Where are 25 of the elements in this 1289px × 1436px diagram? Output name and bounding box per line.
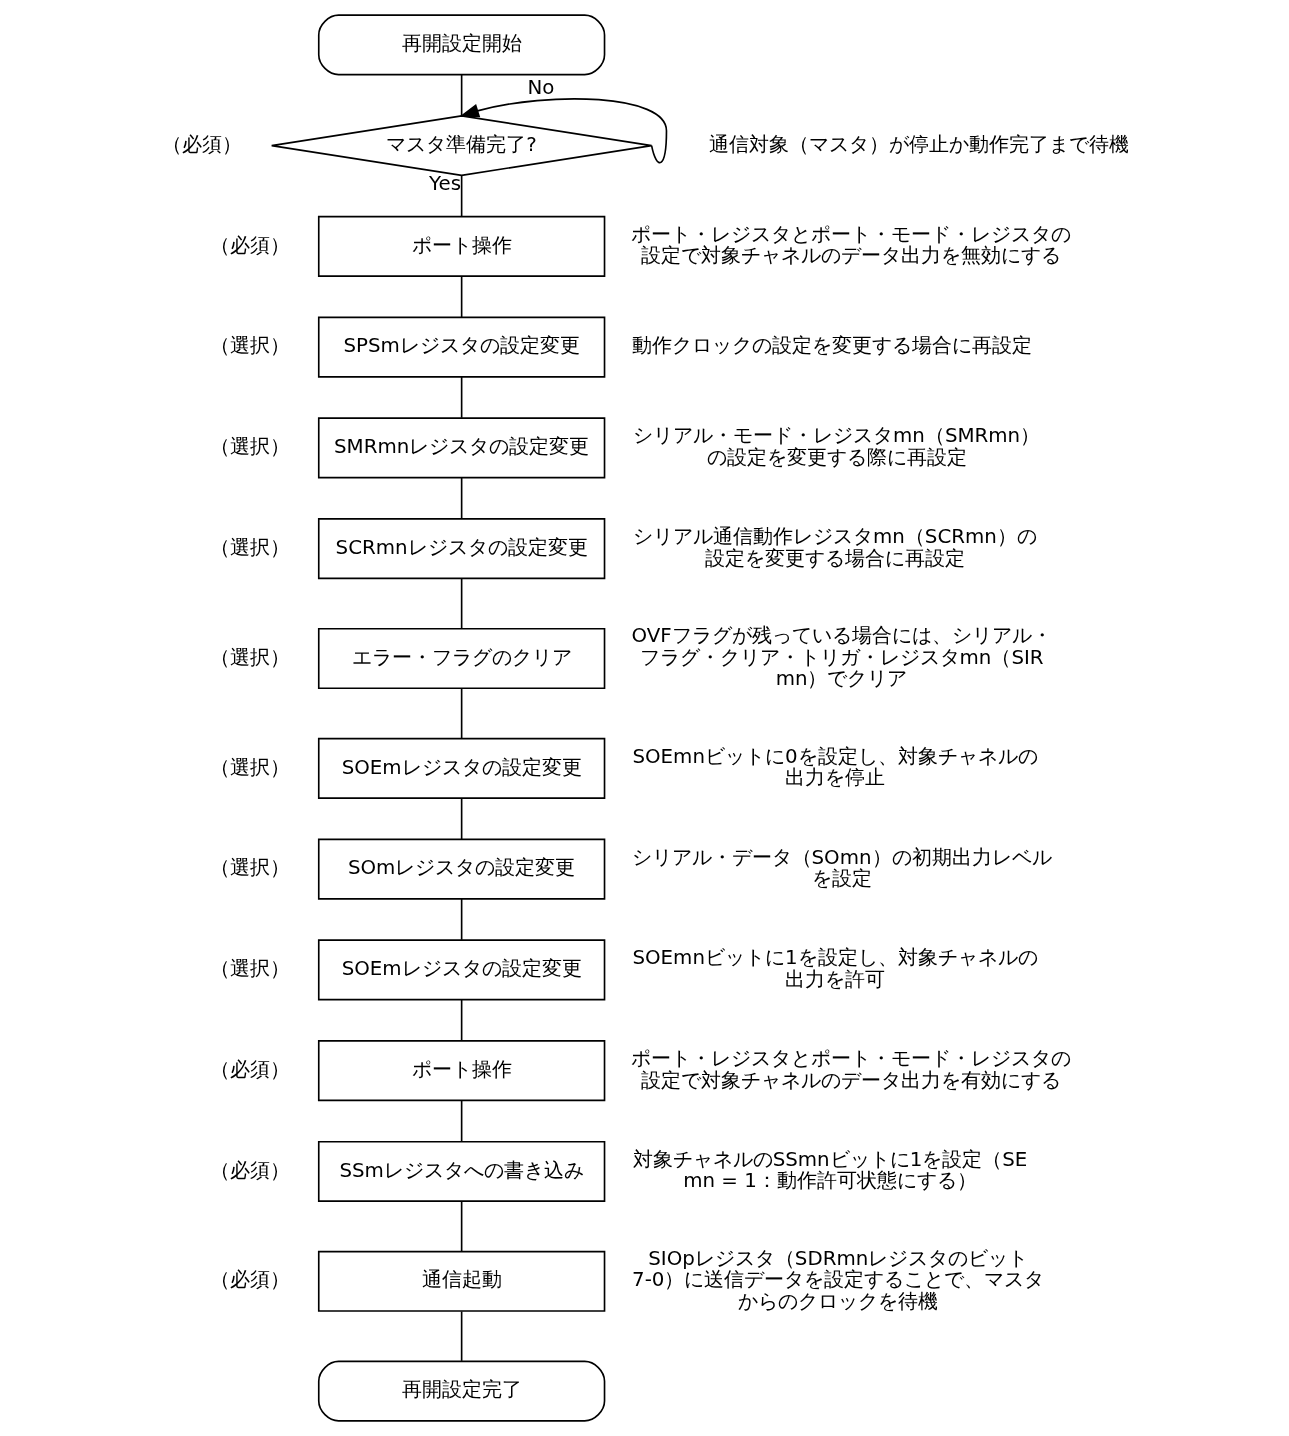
node-label: （選択） bbox=[209, 435, 290, 459]
node-label: （選択） bbox=[209, 957, 290, 981]
node-label: シリアル・モード・レジスタmn（SMRmn）の設定を変更する際に再設定 bbox=[632, 424, 1040, 469]
node-label: （必須） bbox=[209, 1158, 290, 1182]
node-label: OVFフラグが残っている場合には、シリアル・フラグ・クリア・トリガ・レジスタmn（SIRmn）でクリア bbox=[630, 624, 1052, 691]
node-label: （選択） bbox=[209, 645, 290, 669]
node-label: シリアル・データ（SOmn）の初期出力レベルを設定 bbox=[631, 845, 1052, 891]
node-label: （必須） bbox=[209, 1268, 290, 1292]
node-label: 対象チャネルのSSmnビットに1を設定（SEmn = 1：動作許可状態にする） bbox=[632, 1147, 1027, 1193]
edge-label: No bbox=[526, 75, 554, 99]
node-label: （選択） bbox=[209, 755, 290, 779]
node-label: 動作クロックの設定を変更する場合に再設定 bbox=[631, 334, 1032, 358]
node-label: シリアル通信動作レジスタmn（SCRmn）の設定を変更する場合に再設定 bbox=[632, 525, 1037, 570]
node-label: ポート・レジスタとポート・モード・レジスタの設定で対象チャネルのデータ出力を有効にする bbox=[630, 1047, 1071, 1092]
node-label: （必須） bbox=[209, 233, 290, 257]
node-label: 通信対象（マスタ）が停止か動作完了まで待機 bbox=[708, 132, 1129, 156]
node-label: （選択） bbox=[209, 334, 290, 358]
node-label: SOEmnビットに1を設定し、対象チャネルの出力を許可 bbox=[631, 946, 1038, 991]
node-label: （選択） bbox=[209, 856, 290, 880]
node-label: ポート・レジスタとポート・モード・レジスタの設定で対象チャネルのデータ出力を無効にする bbox=[630, 222, 1071, 268]
node-label: （必須） bbox=[161, 132, 242, 156]
node-label: （選択） bbox=[209, 535, 290, 559]
node-label: SIOpレジスタ（SDRmnレジスタのビット7-0）に送信データを設定することで、マスタからのクロックを待機 bbox=[631, 1246, 1044, 1313]
node-label: （必須） bbox=[209, 1057, 290, 1081]
node-label: SOEmnビットに0を設定し、対象チャネルの出力を停止 bbox=[631, 744, 1038, 790]
